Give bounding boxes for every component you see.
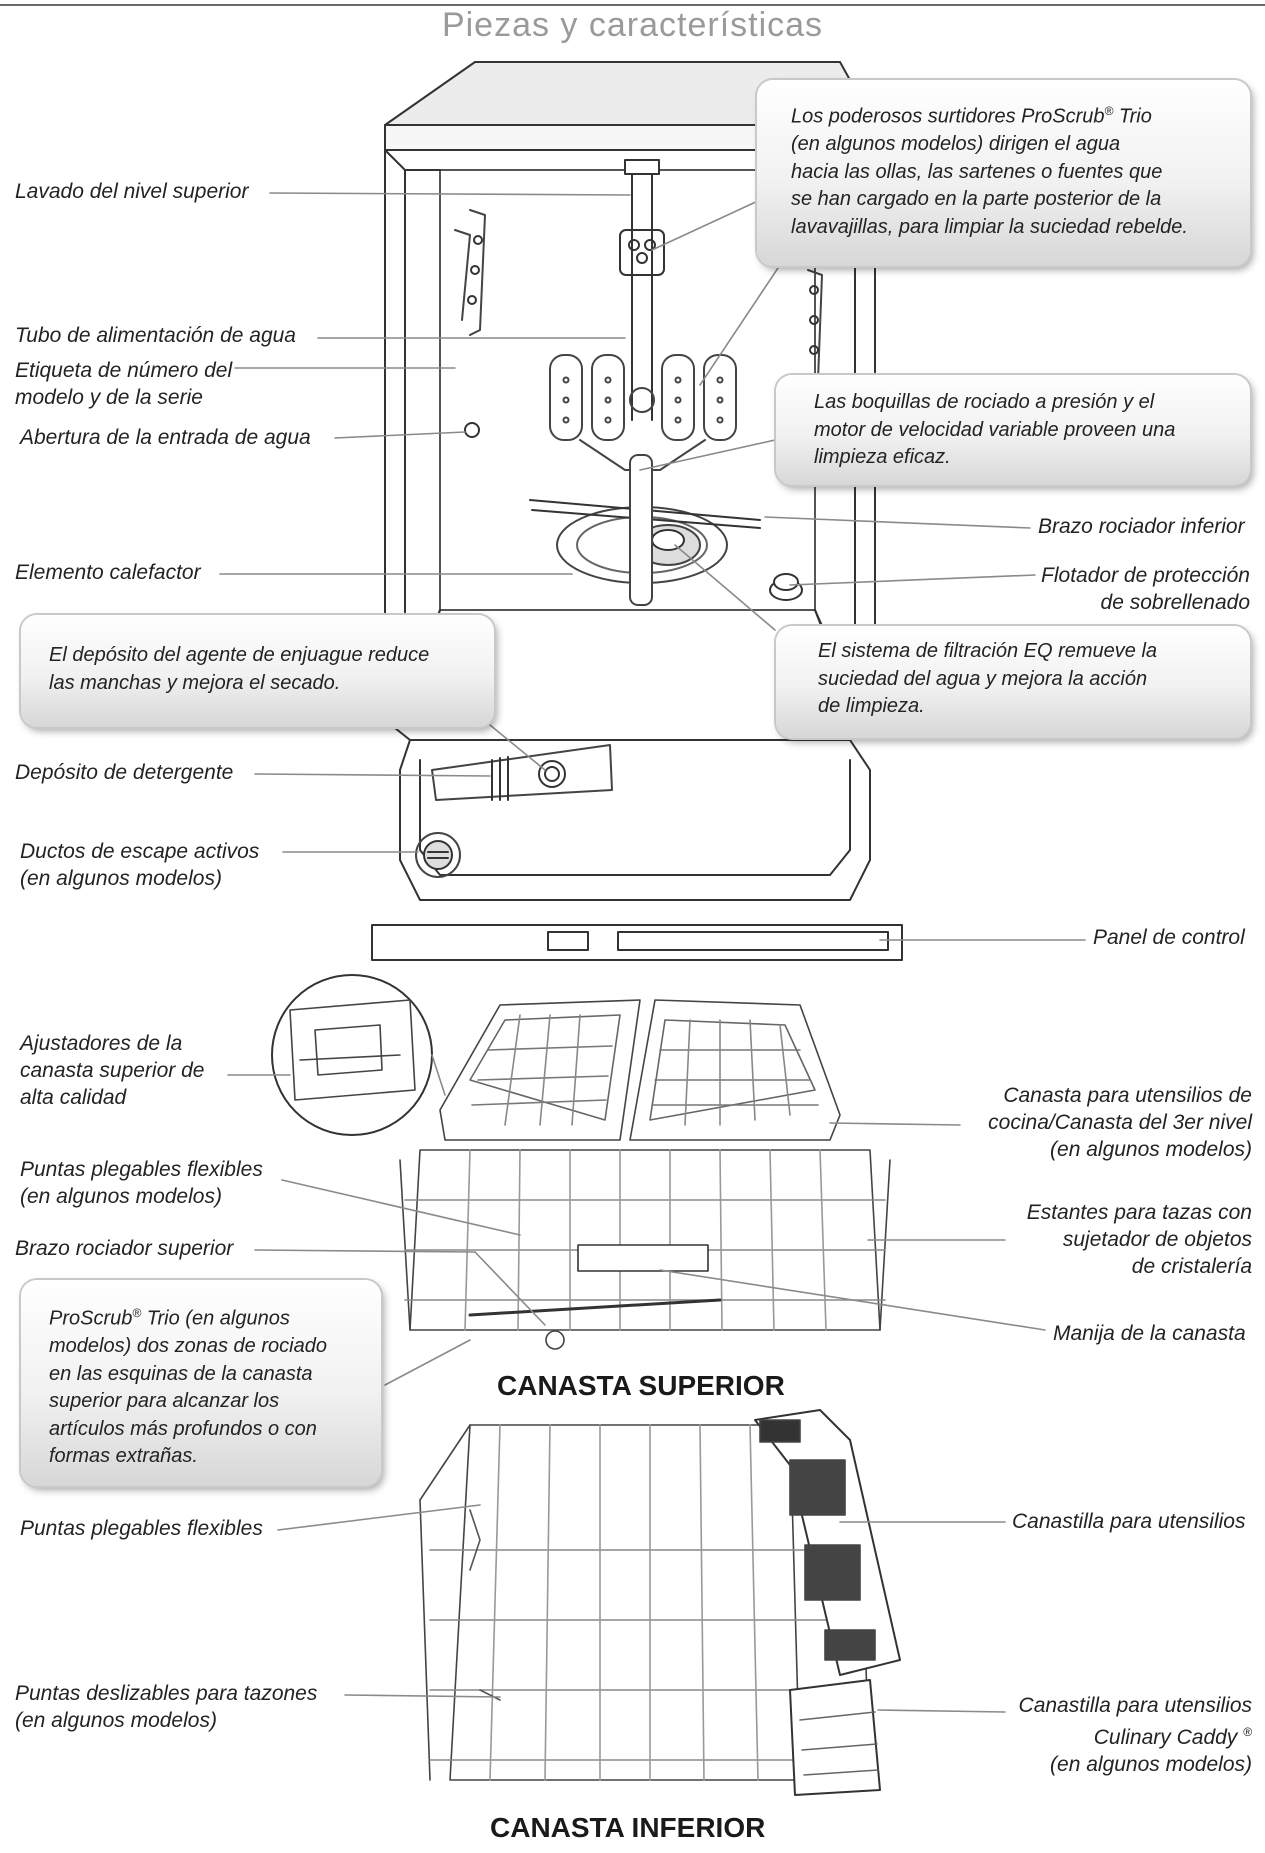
label-heating-element: Elemento calefactor [15,561,201,584]
label-folding-tines-lower: Puntas plegables flexibles [20,1517,263,1540]
page-title: Piezas y características [441,6,824,44]
label-third-level-rack: Canasta para utensilios de cocina/Canast… [988,1084,1252,1161]
callout-proscrub-zones: ProScrub® Trio (en algunos modelos) dos … [21,1280,381,1486]
label-model-serial-tag: Etiqueta de número del modelo y de la se… [15,359,233,409]
top-rule [0,4,1265,6]
label-rack-handle: Manija de la canasta [1053,1322,1246,1345]
section-title-upper-rack: CANASTA SUPERIOR [497,1370,785,1401]
label-upper-level-wash: Lavado del nivel superior [15,180,249,203]
callout-eq-filtration: El sistema de filtración EQ remueve la s… [776,626,1250,738]
label-detergent-dispenser: Depósito de detergente [15,761,234,784]
registered-mark: ® [1104,104,1114,118]
label-rack-adjusters: Ajustadores de la canasta superior de al… [20,1032,205,1109]
callout-rinse-aid: El depósito del agente de enjuague reduc… [21,615,494,727]
label-overfill-float: Flotador de protección de sobrellenado [1041,564,1250,614]
label-sliding-bowl-tines: Puntas deslizables para tazones (en algu… [15,1682,318,1732]
label-culinary-caddy: Canastilla para utensilios Culinary Cadd… [1018,1694,1252,1776]
registered-mark: ® [132,1306,142,1320]
label-silverware-basket: Canastilla para utensilios [1012,1510,1246,1533]
lower-rack-drawing [419,1409,901,1796]
callout-proscrub-jets: Los poderosos surtidores ProScrub® Trio … [757,80,1250,266]
label-water-inlet-opening: Abertura de la entrada de agua [20,426,311,449]
label-cup-shelves: Estantes para tazas con sujetador de obj… [1026,1201,1252,1278]
leader-lines [219,192,1086,1713]
label-folding-tines-upper: Puntas plegables flexibles (en algunos m… [20,1158,263,1208]
upper-rack-drawing [271,974,891,1350]
label-water-feed-tube: Tubo de alimentación de agua [15,324,296,347]
callout-spray-nozzles: Las boquillas de rociado a presión y el … [776,375,1250,485]
registered-mark: ® [1243,1725,1252,1739]
label-control-panel: Panel de control [1093,926,1245,949]
label-active-vents: Ductos de escape activos (en algunos mod… [20,840,260,890]
label-lower-spray-arm: Brazo rociador inferior [1038,515,1245,538]
label-upper-spray-arm: Brazo rociador superior [15,1237,234,1260]
section-title-lower-rack: CANASTA INFERIOR [490,1812,766,1843]
